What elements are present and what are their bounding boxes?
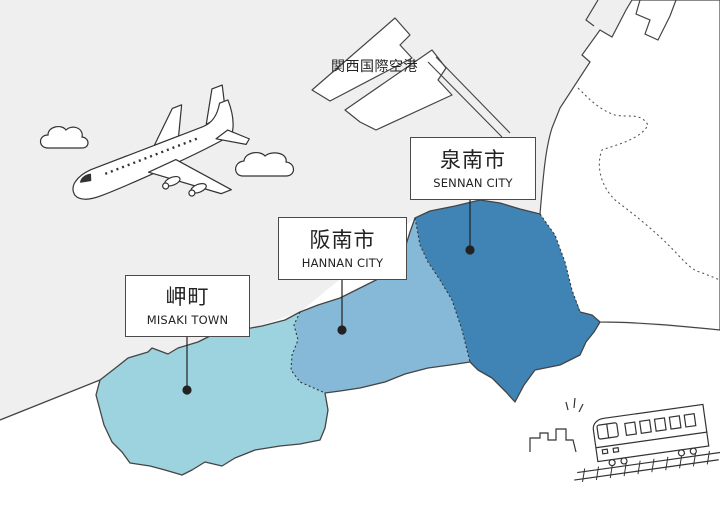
label-hannan-ja: 阪南市	[309, 227, 376, 252]
label-misaki-en: MISAKI TOWN	[146, 313, 229, 327]
border-sennan-east	[539, 213, 581, 313]
pin-hannan	[337, 280, 347, 335]
label-hannan: 阪南市 HANNAN CITY	[278, 217, 407, 280]
label-sennan-ja: 泉南市	[440, 147, 506, 172]
border-sennan-hannan	[414, 217, 471, 363]
motion-lines	[565, 397, 584, 413]
region-outer-border	[95, 311, 601, 476]
building-outline	[529, 428, 577, 453]
label-sennan: 泉南市 SENNAN CITY	[410, 137, 536, 200]
airport-runway-island-2	[344, 49, 453, 131]
coastline	[0, 199, 541, 421]
region-misaki	[96, 312, 328, 475]
cloud-icon	[39, 125, 89, 149]
boundary-dotted	[577, 87, 720, 281]
airport-runway-island-1	[311, 17, 413, 102]
label-misaki-ja: 岬町	[165, 285, 210, 309]
train-icon	[574, 403, 720, 483]
pin-sennan	[465, 200, 475, 255]
eastern-land	[539, 0, 720, 331]
airport-label: 関西国際空港	[331, 59, 418, 75]
airplane-icon	[72, 84, 250, 200]
port-pier	[585, 0, 677, 41]
label-hannan-en: HANNAN CITY	[301, 255, 384, 270]
region-dotted-borders	[290, 213, 581, 394]
region-hannan	[291, 218, 470, 393]
region-sennan	[415, 200, 600, 402]
pin-misaki	[182, 337, 192, 395]
cloud-icon	[235, 151, 295, 177]
border-hannan-misaki	[290, 311, 326, 394]
airport-bridge	[427, 56, 511, 138]
label-misaki: 岬町 MISAKI TOWN	[125, 275, 250, 337]
label-sennan-en: SENNAN CITY	[433, 175, 513, 190]
airport-island	[311, 17, 453, 131]
